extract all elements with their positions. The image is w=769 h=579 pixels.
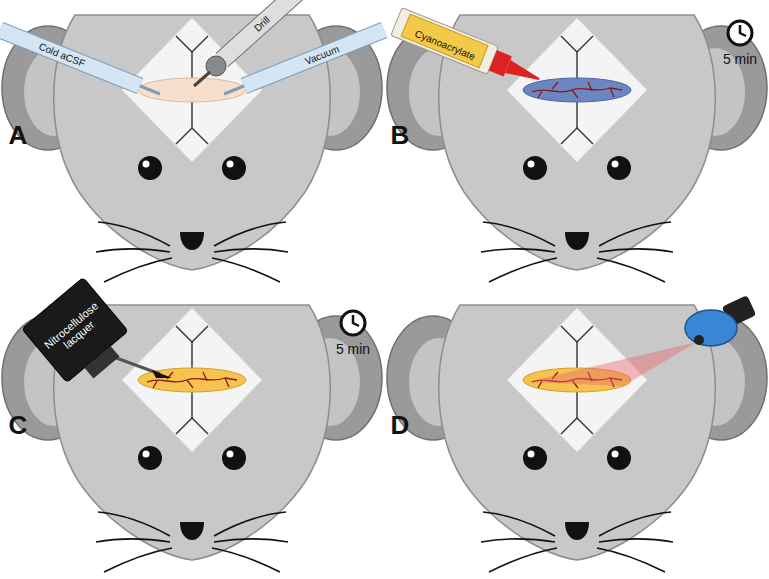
panel-d: [387, 295, 767, 572]
panel-a: [0, 0, 384, 282]
panel-letter: B: [391, 121, 410, 150]
time-label: 5 min: [336, 342, 370, 357]
panel-b: [387, 8, 767, 282]
panel-letter: C: [9, 411, 28, 440]
time-label: 5 min: [723, 52, 757, 67]
panel-c: [2, 277, 382, 572]
panel-letter: D: [391, 411, 410, 440]
panel-letter: A: [9, 121, 28, 150]
